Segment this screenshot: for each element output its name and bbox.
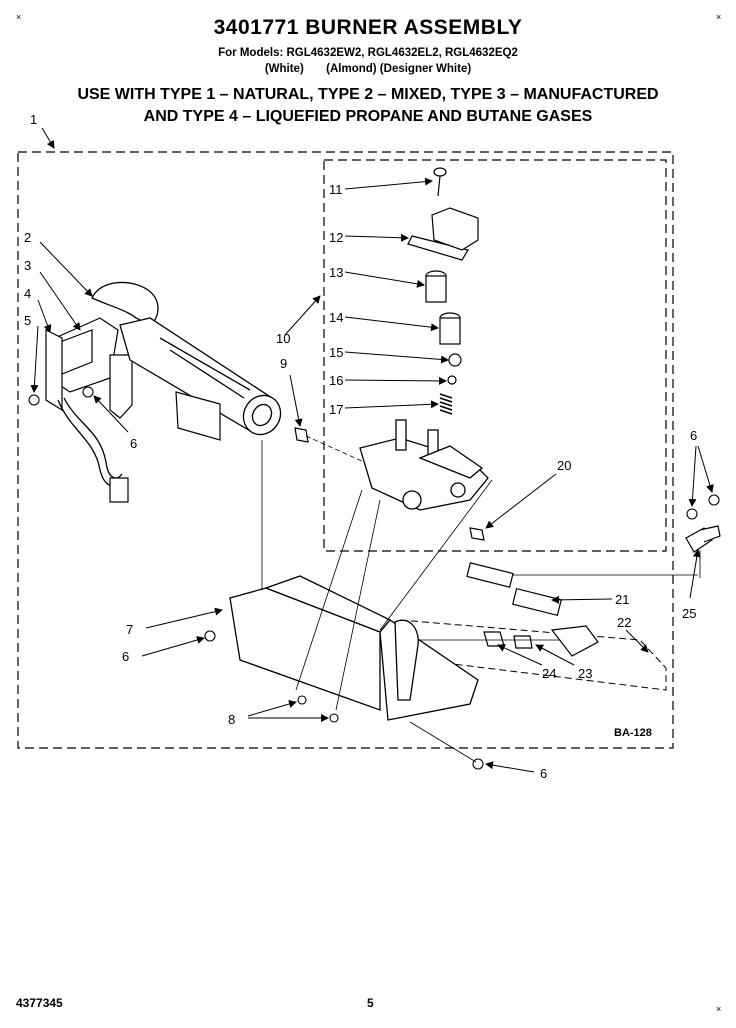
model-numbers: For Models: RGL4632EW2, RGL4632EL2, RGL4… (218, 47, 518, 59)
gas-type-line-2: AND TYPE 4 – LIQUEFIED PROPANE AND BUTAN… (143, 108, 593, 125)
corner-mark-bottom-right: × (716, 1004, 722, 1014)
gas-valve (359, 419, 489, 511)
label-21: 21 (615, 592, 629, 607)
label-13: 13 (329, 265, 343, 280)
ignitor-bracket (45, 317, 133, 419)
orifice (294, 427, 309, 443)
label-6c: 6 (690, 428, 697, 443)
bracket-25 (685, 525, 721, 553)
pipe-plug (469, 527, 485, 541)
page-number: 5 (367, 996, 374, 1010)
valve-spring (439, 393, 453, 415)
label-16: 16 (329, 373, 343, 388)
valve-cap (448, 353, 462, 367)
valve-coils (425, 270, 461, 345)
ignitor-shield (175, 391, 221, 441)
label-11: 11 (329, 182, 343, 197)
label-24: 24 (542, 666, 556, 681)
label-23: 23 (578, 666, 592, 681)
page-title: 3401771 BURNER ASSEMBLY (213, 16, 523, 39)
diagram-code: BA-128 (614, 727, 652, 739)
gas-line-parts (466, 562, 599, 657)
valve-outline (323, 159, 667, 552)
valve-seat (447, 375, 457, 385)
assembly-lines (261, 435, 701, 763)
label-1: 1 (30, 112, 37, 127)
label-22: 22 (617, 615, 631, 630)
ignitor-plug (109, 477, 129, 503)
model-colors: (White) (Almond) (Designer White) (264, 63, 472, 75)
label-4: 4 (24, 286, 31, 301)
publication-number: 4377345 (16, 996, 63, 1010)
label-12: 12 (329, 230, 343, 245)
label-15: 15 (329, 345, 343, 360)
label-2: 2 (24, 230, 31, 245)
label-6a: 6 (130, 436, 137, 451)
label-9: 9 (280, 356, 287, 371)
coil-bracket (407, 207, 479, 261)
burner-tube (91, 281, 282, 436)
leader-lines (30, 127, 714, 773)
part-labels: 1 2 3 4 5 6 6 6 6 7 8 9 10 11 12 13 14 1… (24, 112, 697, 781)
label-25: 25 (682, 606, 696, 621)
label-6b: 6 (122, 649, 129, 664)
label-20: 20 (557, 458, 571, 473)
mounting-bracket (229, 575, 479, 721)
corner-mark-top-left: × (16, 12, 22, 22)
screw-11 (433, 167, 447, 197)
gas-type-line-1: USE WITH TYPE 1 – NATURAL, TYPE 2 – MIXE… (77, 86, 659, 103)
assembly-outline (17, 151, 674, 749)
corner-mark-top-right: × (716, 12, 722, 22)
label-7: 7 (126, 622, 133, 637)
label-8: 8 (228, 712, 235, 727)
label-3: 3 (24, 258, 31, 273)
label-5: 5 (24, 313, 31, 328)
label-10: 10 (276, 331, 290, 346)
label-17: 17 (329, 402, 343, 417)
label-6d: 6 (540, 766, 547, 781)
screws (28, 386, 720, 770)
label-14: 14 (329, 310, 343, 325)
